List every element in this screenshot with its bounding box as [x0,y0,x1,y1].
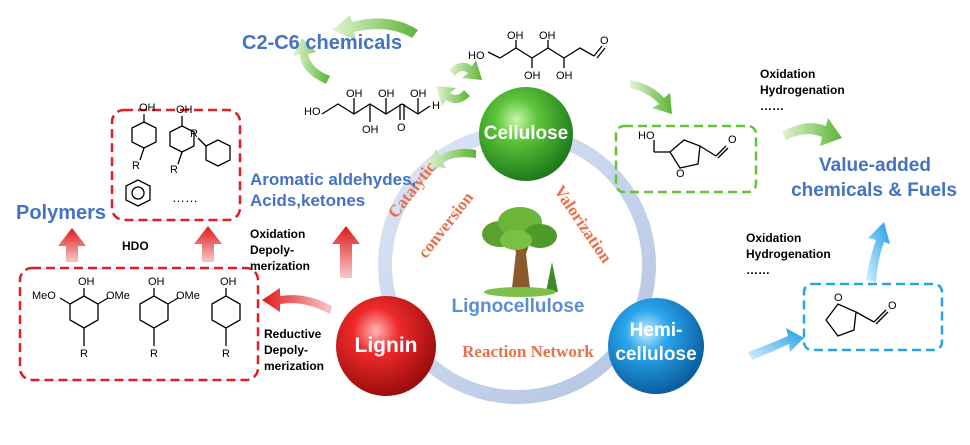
atom-oh-top-2: OH [539,30,556,42]
ox-hyd-top-line1: Oxidation [760,67,816,81]
hydroxyphenyl-structure [211,288,241,346]
cyclohexanol-structure [169,116,195,165]
dots-aromatics: …… [172,190,198,205]
oxidation-depoly-line2: Depoly- [250,243,295,257]
atom-ome-syringyl: OMe [106,290,130,302]
furfural-structure [825,303,889,337]
atom-o-furfural-ring: O [834,292,843,304]
hemicellulose-label-line1: Hemi- [629,320,683,341]
lignin-sphere [336,296,436,396]
arrow-to-hmf [630,80,672,114]
atom-r-syringyl: R [80,348,88,360]
value-added-label-line1: Value-added [819,155,931,176]
ox-hyd-bottom-line1: Oxidation [746,231,802,245]
atom-oh-fructose-4: OH [410,88,427,100]
atom-oh-cyclohexanol: OH [176,104,193,116]
arrow-lignin-to-aromatics [332,226,360,278]
blue-arrows [748,222,890,360]
cellulose-sphere [479,87,573,181]
atom-ome-guaiacyl: OMe [176,290,200,302]
atom-oh-guaiacyl: OH [148,276,165,288]
arrow-lignin-to-monomers [262,288,332,314]
atom-o-fructose: O [397,122,406,134]
tree-icon [482,207,558,297]
atom-oh-fructose-1: OH [346,88,363,100]
atom-oh-top-1: OH [507,30,524,42]
atom-oh-hydroxyphenyl: OH [220,276,237,288]
benzene-structure [125,179,151,207]
atom-meo-syringyl: MeO [32,290,56,302]
fructose-structure [321,98,431,122]
atom-o-hmf-ring: O [676,168,685,180]
oxidation-depoly-line3: merization [250,259,311,273]
atom-r-hydroxyphenyl: R [222,348,230,360]
hemicellulose-label-line2: cellulose [615,344,697,365]
hemicellulose-sphere [608,298,704,394]
ox-hyd-bottom-line2: Hydrogenation [746,247,831,261]
atom-oh-phenol: OH [139,102,156,114]
aromatic-label-line1: Aromatic aldehydes, [250,170,417,189]
atom-r-guaiacyl: R [150,348,158,360]
arrow-to-c2c6-lower [293,38,330,84]
ox-hyd-top-line3: …… [760,99,784,113]
arrow-hemicellulose-to-furfural [748,328,804,360]
atom-oh-syringyl: OH [78,276,95,288]
guaiacyl-structure [139,288,179,346]
ox-hyd-bottom-line3: …… [746,263,770,277]
green-arrows [293,15,842,168]
hmf-box [614,124,758,194]
arrow-to-c2c6 [332,15,418,40]
oxidation-depoly-line1: Oxidation [250,227,306,241]
atom-ho-fructose: HO [304,106,321,118]
lignin-products-box [110,108,242,222]
polymers-label: Polymers [16,202,107,224]
red-arrows [58,226,360,314]
arrow-to-polymers [58,228,86,262]
lignin-monomers-box [18,266,260,382]
value-added-label-line2: chemicals & Fuels [791,180,957,201]
center-title: Lignocellulose [451,296,585,317]
arrow-furfural-to-value-added [866,222,890,282]
reductive-depoly-line3: merization [264,359,325,373]
c2c6-chemicals-label: C2-C6 chemicals [242,32,403,54]
atom-o-furfural: O [888,300,897,312]
atom-r-phenol: R [132,160,140,172]
cycle-arrow-top [449,60,482,80]
reductive-depoly-line1: Reductive [264,327,322,341]
atom-oh-fructose-3: OH [362,124,379,136]
aromatic-label-line2: Acids,ketones [250,191,366,210]
lignin-label: Lignin [354,334,418,357]
glucose-structure-top [487,40,606,68]
furfural-box [802,282,944,352]
reductive-depoly-line2: Depoly- [264,343,309,357]
hdo-label: HDO [122,239,149,253]
ox-hyd-top-line2: Hydrogenation [760,83,845,97]
cellulose-label: Cellulose [483,123,569,144]
atom-o-top: O [600,35,609,47]
atom-r-cyclohexane: R [190,128,198,140]
atom-ho-top: HO [468,50,485,62]
hmf-structure [653,139,729,169]
arrow-cellulose-to-hexose [426,148,476,168]
atom-r-cyclohexanol: R [170,164,178,176]
atom-ho-hmf: HO [638,130,655,142]
center-subtitle: Reaction Network [462,342,594,361]
atom-oh-fructose-2: OH [378,88,395,100]
phenol-ring-structure [131,114,157,161]
atom-h-fructose: H [432,100,440,112]
arrow-hmf-to-value-added [782,118,842,146]
arrow-monomers-to-aromatic-box [194,226,222,262]
atom-oh-top-3: OH [524,70,541,82]
atom-oh-top-4: OH [556,70,573,82]
atom-o-hmf: O [728,134,737,146]
cycle-arrow-bottom [436,86,470,106]
syringyl-structure [59,288,109,346]
cyclohexane-structure [197,137,231,167]
